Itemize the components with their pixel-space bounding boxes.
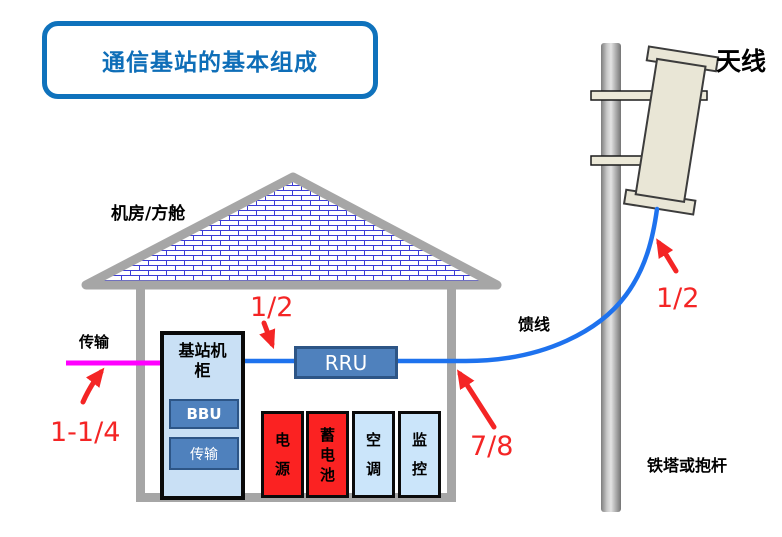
- rru-box: RRU: [294, 346, 398, 379]
- feeder-cable: [241, 206, 660, 364]
- equipment-power: 电源: [261, 411, 304, 498]
- equipment-battery: 蓄电池: [306, 411, 349, 498]
- tower-pole: [601, 43, 621, 512]
- tower-label: 铁塔或抱杆: [647, 456, 728, 475]
- monitor-label: 监控: [411, 430, 427, 478]
- cabinet-label: 基站机柜: [178, 341, 227, 380]
- arrow-antenna-jumper: [656, 238, 679, 274]
- annotation-indoor-jumper-size: 1/2: [250, 292, 294, 323]
- antenna-body: [634, 57, 707, 204]
- arrow-feeder: [457, 369, 497, 430]
- rru-label: RRU: [324, 350, 368, 375]
- left-wall: [136, 284, 145, 502]
- equipment-monitor: 监控: [398, 411, 441, 498]
- transmission-label: 传输: [79, 333, 110, 351]
- annotation-feeder-size: 7/8: [470, 431, 514, 462]
- aircon-label: 空调: [365, 430, 381, 478]
- antenna: [622, 45, 720, 216]
- annotation-transmission-cable-size: 1-1/4: [50, 417, 121, 448]
- arrow-indoor-jumper: [259, 320, 276, 350]
- room-label: 机房/方舱: [111, 204, 186, 224]
- equipment-aircon: 空调: [352, 411, 395, 498]
- feeder-label: 馈线: [518, 315, 551, 334]
- roof-shape: [81, 172, 502, 290]
- power-label: 电源: [274, 430, 290, 478]
- title-box: 通信基站的基本组成: [42, 21, 378, 99]
- transmission-unit-label: 传输: [190, 446, 218, 463]
- bbu-box: BBU: [169, 399, 239, 429]
- arrow-transmission-cable: [80, 367, 105, 405]
- page-title: 通信基站的基本组成: [102, 50, 318, 76]
- transmission-unit-box: 传输: [169, 437, 239, 470]
- battery-label: 蓄电池: [319, 425, 335, 484]
- antenna-label: 天线: [716, 47, 767, 76]
- antenna-bracket-top: [590, 90, 708, 101]
- annotation-antenna-jumper-size: 1/2: [656, 283, 700, 314]
- right-wall: [447, 284, 456, 502]
- bbu-label: BBU: [186, 405, 222, 423]
